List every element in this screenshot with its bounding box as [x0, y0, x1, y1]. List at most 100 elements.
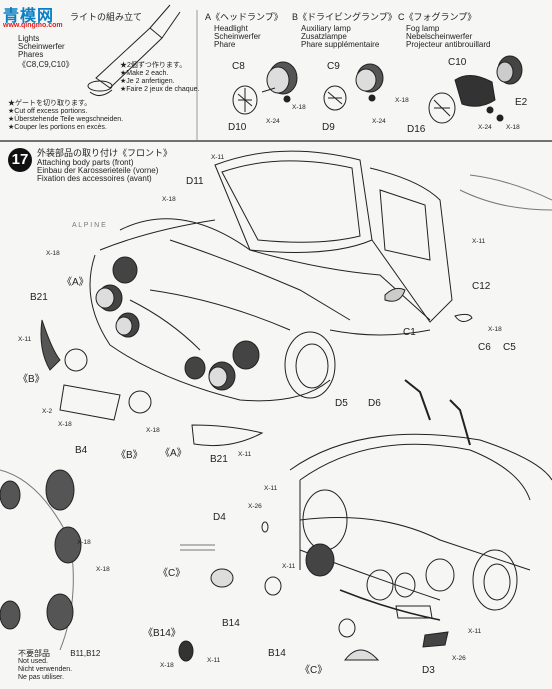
step-title-jp: 外装部品の取り付け《フロント》: [37, 148, 173, 158]
label-d3: D3: [422, 665, 435, 676]
watermark-logo: 青模网 www.qingmo.com: [0, 0, 78, 34]
part-d10: D10: [228, 122, 247, 133]
label-x18-4: X-18: [146, 427, 160, 434]
label-x11-7: X-11: [207, 657, 221, 664]
label-x11-2: X-11: [18, 336, 32, 343]
foglamp-c-drawing: [428, 55, 523, 124]
label-b14-2: B14: [268, 648, 286, 659]
unused-parts: B11,B12: [70, 649, 101, 658]
lamp-b-title: B《ドライビングランプ》: [292, 12, 397, 22]
label-d11: D11: [186, 176, 204, 187]
label-alpine: A L P I N E: [72, 222, 106, 229]
lamp-a-fr: Phare: [214, 40, 236, 49]
label-x18-3: X-18: [58, 421, 72, 428]
step-number-badge: 17: [8, 148, 32, 172]
auxlamp-b-drawing: [323, 63, 384, 111]
label-a-lower: 《A》: [160, 448, 187, 459]
lamp-c-title: C《フォグランプ》: [398, 12, 477, 22]
make2-fr: ★Faire 2 jeux de chaque.: [120, 86, 200, 93]
label-b-upper: 《B》: [18, 374, 45, 385]
unused-de: Nicht verwenden.: [18, 666, 73, 673]
part-x18-a: X-18: [292, 104, 306, 111]
lights-title-de: Scheinwerfer: [18, 42, 65, 51]
part-c10: C10: [448, 57, 467, 68]
lamp-c-fr: Projecteur antibrouillard: [406, 40, 491, 49]
part-x18-b: X-18: [395, 97, 409, 104]
cut-en: ★Cut off excess portions.: [8, 108, 88, 115]
unused-jp: 不要部品 B11,B12: [18, 649, 100, 658]
headlamp-a-drawing: [232, 61, 298, 115]
label-x11-1: X-11: [211, 154, 225, 161]
label-x11-6: X-11: [282, 563, 296, 570]
cut-jp: ★ゲートを切り取ります。: [8, 100, 92, 107]
label-b4: B4: [75, 445, 88, 456]
label-x26-1: X-26: [248, 503, 262, 510]
label-x18-7: X-18: [96, 566, 110, 573]
label-b21-upper: B21: [30, 292, 48, 303]
label-x11-3: X-11: [238, 451, 252, 458]
part-x24-c: X-24: [478, 124, 492, 131]
lights-title-jp: ライトの組み立て: [70, 12, 143, 22]
lamp-c-en: Fog lamp: [406, 24, 440, 33]
part-c9: C9: [327, 61, 340, 72]
part-x18-c: X-18: [506, 124, 520, 131]
part-d16: D16: [407, 124, 426, 135]
label-b14-1: B14: [222, 618, 240, 629]
label-b-lower: 《B》: [116, 450, 143, 461]
part-x24-b: X-24: [372, 118, 386, 125]
label-x26-2: X-26: [452, 655, 466, 662]
label-x18-5: X-18: [488, 326, 502, 333]
logo-url: www.qingmo.com: [3, 22, 63, 29]
logo-main: 青模网: [3, 8, 55, 25]
unused-en: Not used.: [18, 658, 48, 665]
step-title-fr: Fixation des accessoires (avant): [37, 174, 152, 183]
label-d5: D5: [335, 398, 348, 409]
part-x24-a: X-24: [266, 118, 280, 125]
part-d9: D9: [322, 122, 335, 133]
lamp-a-de: Scheinwerfer: [214, 32, 261, 41]
step-title-de: Einbau der Karosserieteile (vorne): [37, 166, 159, 175]
cut-de: ★Überstehende Teile wegschneiden.: [8, 116, 124, 123]
car-lower-drawing: [0, 433, 552, 662]
label-x18-2: X-18: [46, 250, 60, 257]
label-c5: C5: [503, 342, 516, 353]
unused-fr: Ne pas utiliser.: [18, 674, 64, 681]
label-x2: X-2: [42, 408, 53, 415]
label-b14-paren: 《B14》: [143, 628, 181, 639]
label-c-lower: 《C》: [300, 665, 328, 676]
lamp-b-en: Auxiliary lamp: [301, 24, 351, 33]
label-b21-lower: B21: [210, 454, 228, 465]
label-c-upper: 《C》: [158, 568, 186, 579]
label-c12: C12: [472, 281, 491, 292]
lamp-c-de: Nebelscheinwerfer: [406, 32, 473, 41]
make2-en: ★Make 2 each.: [120, 70, 169, 77]
label-x18-6: X-18: [77, 539, 91, 546]
lamp-b-fr: Phare supplémentaire: [301, 40, 380, 49]
make2-de: ★Je 2 anfertigen.: [120, 78, 175, 85]
lamp-b-de: Zusatzlampe: [301, 32, 347, 41]
make2-jp: ★2個ずつ作ります。: [120, 62, 187, 69]
label-x18-8: X-18: [160, 662, 174, 669]
lamp-a-en: Headlight: [214, 24, 248, 33]
lights-title-en: Lights: [18, 34, 40, 43]
label-c1: C1: [403, 327, 416, 338]
cut-fr: ★Couper les portions en excès.: [8, 124, 107, 131]
label-c6: C6: [478, 342, 491, 353]
label-d4: D4: [213, 512, 226, 523]
car-upper-drawing: [40, 150, 552, 447]
part-e2: E2: [515, 97, 528, 108]
label-x11-4: X-11: [472, 238, 486, 245]
unused-jp-label: 不要部品: [18, 649, 50, 658]
label-x11-5: X-11: [264, 485, 278, 492]
label-a-upper: 《A》: [62, 277, 89, 288]
lights-title-fr: Phares: [18, 50, 44, 59]
label-x18-1: X-18: [162, 196, 176, 203]
label-x11-8: X-11: [468, 628, 482, 635]
label-d6: D6: [368, 398, 381, 409]
lamp-a-title: A《ヘッドランプ》: [205, 12, 283, 22]
step-title-en: Attaching body parts (front): [37, 158, 134, 167]
part-c8: C8: [232, 61, 245, 72]
lights-parts: 《C8,C9,C10》: [18, 60, 74, 69]
